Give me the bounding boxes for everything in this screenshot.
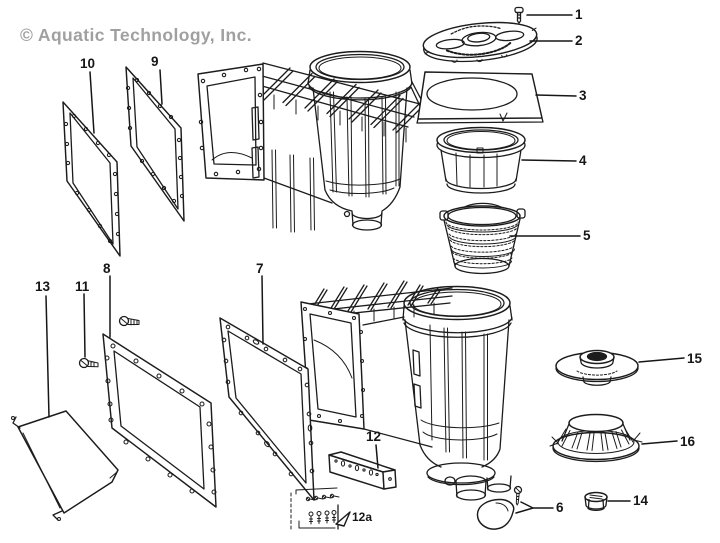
part-label-14: 14	[633, 493, 649, 508]
leader-lines	[45, 14, 685, 514]
part-label-7: 7	[256, 261, 264, 276]
part-1-screw-art	[514, 6, 524, 24]
part-label-12: 12	[366, 429, 382, 444]
part-8-faceplate-art	[102, 333, 217, 508]
part-label-13: 13	[35, 279, 51, 294]
part-16-float-fitting-art	[549, 413, 643, 463]
part-label-1: 1	[575, 7, 583, 22]
part-7-gasket-art	[219, 317, 315, 501]
part-label-5: 5	[583, 228, 591, 243]
part-15-vacuum-plate-art	[555, 349, 639, 386]
part-label-6: 6	[556, 500, 564, 515]
part-12a-screw-set-art	[290, 487, 351, 532]
part-3-deck-plate-art	[416, 71, 544, 124]
part-13-weir-door-art	[11, 410, 119, 521]
upper-skimmer-assembly-art	[197, 50, 426, 233]
part-label-11: 11	[75, 279, 90, 294]
part-10-gasket-art	[62, 101, 121, 257]
part-label-9: 9	[151, 54, 159, 69]
part-11-screws-art	[78, 315, 140, 369]
part-5-basket-art	[439, 202, 526, 275]
part-label-16: 16	[680, 434, 696, 449]
part-label-3: 3	[579, 88, 587, 103]
part-label-8: 8	[103, 261, 111, 276]
part-12-spacer-bar-art	[328, 451, 397, 490]
part-label-2: 2	[575, 33, 583, 48]
part-label-4: 4	[579, 153, 587, 168]
part-label-12a: 12a	[352, 510, 373, 524]
lower-skimmer-assembly-art	[300, 280, 513, 501]
part-label-10: 10	[80, 56, 96, 71]
part-4-collar-art	[436, 126, 526, 194]
part-label-15: 15	[687, 351, 703, 366]
watermark: © Aquatic Technology, Inc.	[20, 25, 253, 45]
part-14-plug-art	[584, 491, 608, 512]
part-2-lid-art	[422, 21, 538, 63]
part-9-gasket-art	[125, 66, 185, 222]
part-6-flap-and-screw-art	[476, 485, 523, 530]
